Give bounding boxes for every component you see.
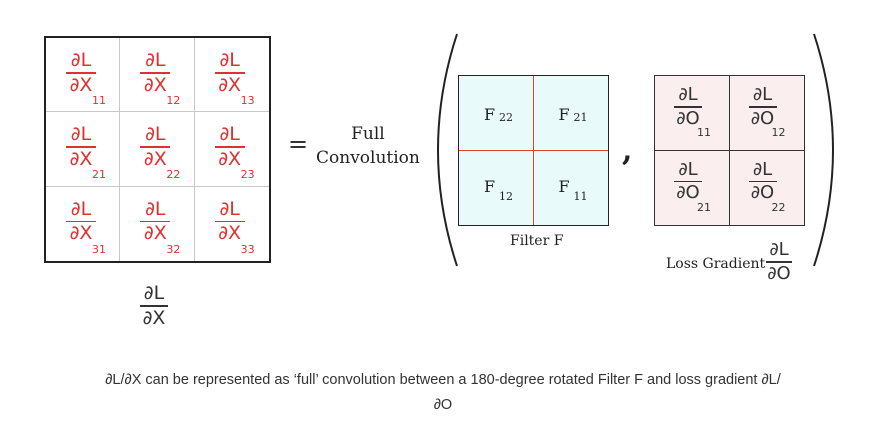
loss-gradient-cell: ∂L∂O 11 bbox=[655, 76, 730, 151]
fraction-bar bbox=[766, 261, 792, 263]
dx-subscript: 11 bbox=[92, 94, 106, 107]
dx-cell: ∂L∂X 33 bbox=[195, 187, 269, 261]
dx-cell: ∂L∂X 13 bbox=[194, 38, 269, 113]
filter-cell: F 21 bbox=[533, 76, 608, 151]
do-denominator: ∂O bbox=[676, 182, 700, 203]
filter-caption: Filter F bbox=[510, 233, 564, 249]
dx-subscript: 12 bbox=[166, 94, 181, 107]
dx-label: ∂L ∂X bbox=[140, 283, 168, 328]
do-denominator: ∂O bbox=[676, 107, 700, 129]
dx-numerator: ∂L bbox=[70, 123, 92, 146]
filter-subscript: 22 bbox=[499, 111, 513, 124]
dx-numerator: ∂L bbox=[70, 49, 92, 71]
filter-subscript: 11 bbox=[573, 189, 588, 203]
dx-subscript: 31 bbox=[92, 242, 106, 256]
do-subscript: 22 bbox=[771, 200, 786, 214]
figure-caption: ∂L/∂X can be represented as ‘full’ convo… bbox=[0, 368, 886, 418]
dx-numerator: ∂L bbox=[70, 197, 92, 220]
separator-comma: , bbox=[622, 133, 633, 168]
dx-gradient-matrix: ∂L∂X 11 ∂L∂X 12 ∂L∂X 13 ∂L∂X 21 ∂L∂X 22 … bbox=[44, 36, 271, 263]
right-parenthesis bbox=[813, 33, 834, 267]
loss-gradient-label: ∂L ∂O bbox=[766, 240, 792, 283]
dx-subscript: 13 bbox=[240, 94, 255, 107]
dx-denominator: ∂X bbox=[143, 222, 167, 245]
dx-numerator: ∂L bbox=[145, 123, 166, 146]
dx-numerator: ∂L bbox=[219, 49, 240, 71]
dx-numerator: ∂L bbox=[145, 49, 166, 71]
do-label-denominator: ∂O bbox=[767, 262, 791, 284]
fraction-bar bbox=[140, 305, 168, 307]
filter-cell: F 22 bbox=[459, 76, 534, 151]
dx-subscript: 22 bbox=[166, 168, 181, 182]
filter-cell: F 12 bbox=[459, 150, 534, 225]
dx-denominator: ∂X bbox=[143, 147, 167, 170]
dx-denominator: ∂X bbox=[218, 73, 242, 96]
dx-subscript: 21 bbox=[92, 168, 106, 182]
filter-symbol: F bbox=[484, 105, 496, 124]
do-numerator: ∂L bbox=[678, 84, 698, 105]
filter-symbol: F bbox=[558, 176, 570, 196]
do-subscript: 12 bbox=[771, 126, 786, 139]
dx-label-numerator: ∂L bbox=[143, 282, 165, 304]
dx-subscript: 33 bbox=[240, 242, 255, 256]
operation-line2: Convolution bbox=[316, 148, 420, 168]
dx-subscript: 23 bbox=[240, 168, 255, 182]
dx-denominator: ∂X bbox=[69, 222, 93, 245]
left-parenthesis bbox=[437, 33, 458, 267]
loss-gradient-caption: Loss Gradient bbox=[666, 256, 766, 272]
dx-label-denominator: ∂X bbox=[142, 306, 166, 329]
do-numerator: ∂L bbox=[752, 84, 773, 105]
do-numerator: ∂L bbox=[678, 158, 698, 180]
do-denominator: ∂O bbox=[750, 182, 775, 203]
dx-cell: ∂L∂X 22 bbox=[120, 112, 195, 187]
caption-line1: ∂L/∂X can be represented as ‘full’ convo… bbox=[105, 372, 781, 388]
dx-cell: ∂L∂X 11 bbox=[46, 38, 121, 113]
filter-cell: F 11 bbox=[534, 151, 609, 226]
do-label-numerator: ∂L bbox=[769, 239, 789, 260]
filter-subscript: 21 bbox=[573, 111, 588, 124]
filter-subscript: 12 bbox=[499, 189, 513, 203]
filter-symbol: F bbox=[484, 176, 496, 196]
dx-numerator: ∂L bbox=[219, 123, 240, 146]
equals-sign: = bbox=[288, 130, 309, 158]
caption-line2: ∂O bbox=[433, 397, 453, 413]
operation-line1: Full bbox=[351, 124, 385, 144]
dx-numerator: ∂L bbox=[145, 197, 166, 220]
dx-cell: ∂L∂X 21 bbox=[46, 112, 121, 187]
filter-matrix: F 22 F 21 F 12 F 11 bbox=[458, 75, 609, 226]
do-subscript: 21 bbox=[697, 200, 711, 214]
dx-numerator: ∂L bbox=[219, 197, 240, 220]
do-denominator: ∂O bbox=[750, 107, 775, 129]
dx-denominator: ∂X bbox=[218, 222, 242, 245]
dx-denominator: ∂X bbox=[218, 147, 242, 170]
dx-cell: ∂L∂X 23 bbox=[194, 112, 269, 187]
do-subscript: 11 bbox=[697, 126, 711, 139]
loss-gradient-cell: ∂L∂O 12 bbox=[729, 76, 804, 151]
dx-cell: ∂L∂X 31 bbox=[46, 186, 121, 261]
dx-denominator: ∂X bbox=[143, 73, 167, 96]
dx-subscript: 32 bbox=[166, 242, 181, 256]
loss-gradient-cell: ∂L∂O 22 bbox=[730, 151, 805, 226]
dx-denominator: ∂X bbox=[69, 73, 93, 96]
operation-label: Full Convolution bbox=[316, 122, 420, 170]
dx-cell: ∂L∂X 12 bbox=[120, 38, 195, 113]
loss-gradient-matrix: ∂L∂O 11 ∂L∂O 12 ∂L∂O 21 ∂L∂O 22 bbox=[654, 75, 805, 226]
loss-gradient-cell: ∂L∂O 21 bbox=[655, 150, 730, 225]
dx-denominator: ∂X bbox=[69, 147, 93, 170]
do-numerator: ∂L bbox=[752, 158, 773, 180]
filter-symbol: F bbox=[558, 105, 570, 124]
dx-cell: ∂L∂X 32 bbox=[120, 186, 195, 261]
